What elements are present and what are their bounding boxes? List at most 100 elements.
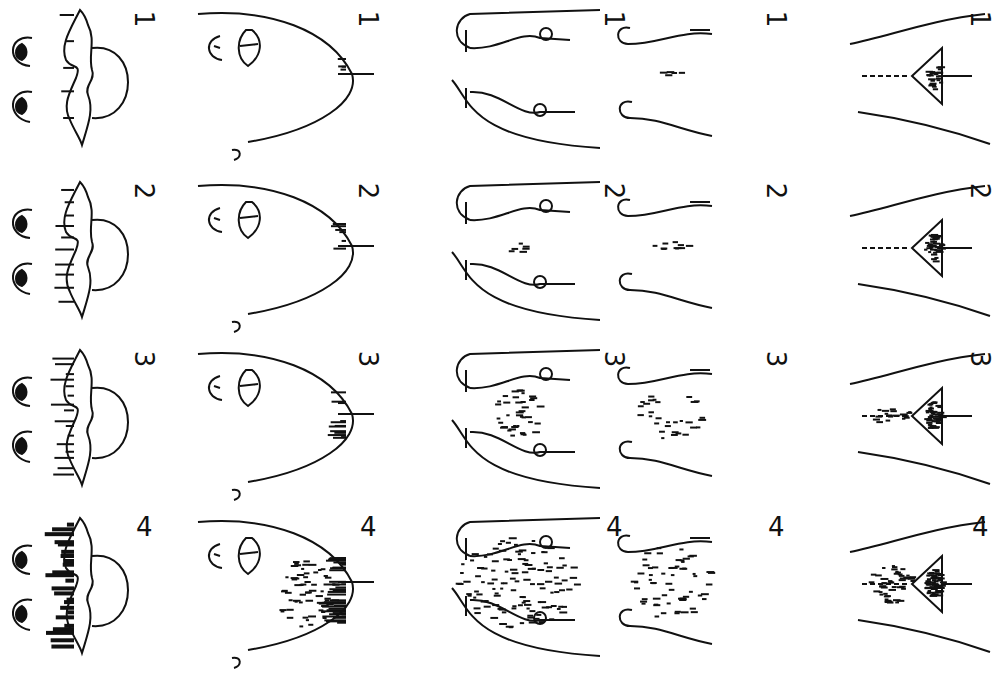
hatch-line xyxy=(57,443,74,445)
stipple-mark xyxy=(498,543,502,545)
stipple-mark xyxy=(906,575,909,577)
stipple-mark xyxy=(926,422,932,424)
hatch-line xyxy=(61,550,74,554)
stipple-mark xyxy=(931,575,937,577)
stipple-mark xyxy=(706,571,714,573)
stipple-mark xyxy=(506,626,514,628)
hatch-line xyxy=(61,236,74,238)
leaf-outline xyxy=(239,30,260,66)
hatch-line xyxy=(329,608,346,610)
lobe-outline xyxy=(470,432,575,453)
stipple-mark xyxy=(927,592,930,594)
stipple-mark xyxy=(643,403,650,405)
stipple-mark xyxy=(303,617,309,619)
chin-mark xyxy=(232,490,240,500)
stipple-mark xyxy=(305,591,312,593)
tick-line xyxy=(942,75,972,77)
hatch-line xyxy=(65,579,74,583)
stipple-mark xyxy=(887,602,894,604)
stipple-mark xyxy=(880,578,888,580)
ear-outline xyxy=(13,378,32,406)
stipple-mark xyxy=(542,551,548,553)
stipple-mark xyxy=(551,605,557,607)
stipple-mark xyxy=(669,589,675,591)
callout-number: 1 xyxy=(601,11,627,28)
hatch-line xyxy=(45,532,74,536)
hatch-line xyxy=(322,606,346,608)
stipple-mark xyxy=(927,245,934,247)
hatch-line xyxy=(51,404,74,406)
stipple-mark xyxy=(303,560,310,562)
stipple-mark xyxy=(673,241,678,243)
stipple-mark xyxy=(934,592,942,594)
stipple-mark xyxy=(523,246,530,248)
stipple-mark xyxy=(875,416,882,418)
stipple-mark xyxy=(461,563,464,565)
stipple-mark xyxy=(933,243,941,245)
hatch-line xyxy=(342,240,346,242)
callout-number: 4 xyxy=(972,514,989,540)
stipple-mark xyxy=(279,609,286,611)
hatch-line xyxy=(328,591,346,593)
hatch-line xyxy=(53,474,74,476)
stipple-mark xyxy=(938,75,942,77)
stipple-mark xyxy=(511,426,518,428)
stipple-mark xyxy=(908,411,911,413)
ear-outline xyxy=(13,264,32,294)
stipple-mark xyxy=(928,416,934,418)
stipple-mark xyxy=(545,581,552,583)
stipple-mark xyxy=(324,598,330,600)
triangle-outline xyxy=(912,220,942,276)
tick-line xyxy=(690,369,710,371)
hatch-line xyxy=(67,610,74,614)
stipple-mark xyxy=(891,568,897,570)
stipple-mark xyxy=(643,564,650,566)
stipple-mark xyxy=(885,595,891,597)
stipple-mark xyxy=(690,427,697,429)
stipple-mark xyxy=(509,537,517,539)
stipple-mark xyxy=(931,234,938,236)
stipple-mark xyxy=(516,411,524,413)
stipple-mark xyxy=(544,562,548,564)
stipple-mark xyxy=(527,617,534,619)
stipple-mark xyxy=(869,581,875,583)
stipple-mark xyxy=(642,603,646,605)
stipple-mark xyxy=(939,82,943,84)
hatch-line xyxy=(60,606,74,610)
stipple-mark xyxy=(926,584,931,586)
ear-fill xyxy=(16,98,27,114)
stipple-mark xyxy=(928,590,932,592)
stipple-mark xyxy=(510,569,517,571)
stipple-mark xyxy=(881,587,888,589)
stipple-mark xyxy=(529,399,534,401)
stipple-mark xyxy=(673,421,678,423)
lobe-outline xyxy=(452,80,600,148)
stipple-mark xyxy=(294,584,301,586)
hatch-line xyxy=(322,616,346,618)
hatch-line xyxy=(66,425,74,427)
stipple-mark xyxy=(935,405,942,407)
hatch-line xyxy=(51,645,74,649)
leaf-outline xyxy=(239,538,260,574)
stipple-mark xyxy=(910,580,915,582)
stipple-mark xyxy=(477,567,484,569)
stipple-mark xyxy=(694,400,700,402)
stipple-mark xyxy=(686,396,692,398)
hatch-line xyxy=(55,264,74,266)
lip-outline xyxy=(64,350,93,485)
hatch-line xyxy=(329,613,346,615)
hatch-line xyxy=(337,622,346,624)
stipple-mark xyxy=(929,415,933,417)
stipple-mark xyxy=(510,578,516,580)
lobe-outline xyxy=(470,36,570,48)
stipple-mark xyxy=(701,593,709,595)
hatch-line xyxy=(338,58,346,60)
stipple-mark xyxy=(474,607,481,609)
stipple-mark xyxy=(928,78,936,80)
stipple-mark xyxy=(511,589,516,591)
hatch-line xyxy=(324,619,346,621)
stipple-mark xyxy=(693,575,697,577)
hatch-line xyxy=(65,215,74,217)
stipple-mark xyxy=(882,582,887,584)
